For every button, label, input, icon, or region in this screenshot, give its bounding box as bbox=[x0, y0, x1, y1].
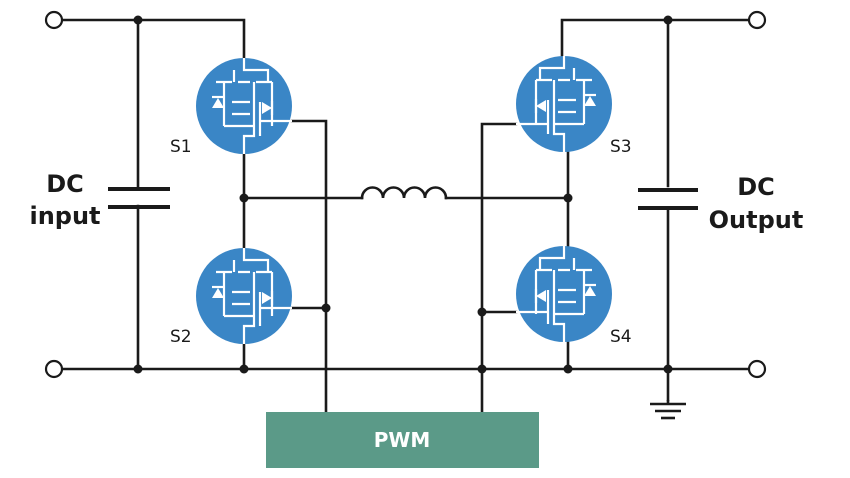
mosfet-s1-icon bbox=[196, 58, 292, 154]
input-terminal-negative bbox=[44, 359, 64, 379]
pwm-label: PWM bbox=[374, 428, 431, 452]
output-terminal-positive bbox=[747, 10, 767, 30]
switch-label-s3: S3 bbox=[610, 137, 632, 157]
dc-output-label-line1: DC bbox=[737, 173, 775, 201]
switch-label-s2: S2 bbox=[170, 327, 192, 347]
ground-icon bbox=[650, 400, 686, 420]
output-capacitor bbox=[638, 188, 698, 210]
dc-output-label-line2: Output bbox=[709, 206, 804, 234]
input-capacitor bbox=[108, 187, 170, 209]
output-terminal-negative bbox=[747, 359, 767, 379]
switch-label-s1: S1 bbox=[170, 137, 192, 157]
inductor bbox=[360, 186, 448, 200]
mosfet-s4-icon bbox=[516, 246, 612, 342]
junction-dots bbox=[133, 15, 673, 374]
pwm-block bbox=[266, 412, 539, 468]
switch-label-s4: S4 bbox=[610, 327, 632, 347]
mosfet-s3-icon bbox=[516, 56, 612, 152]
dc-input-label-line1: DC bbox=[46, 170, 84, 198]
wiring bbox=[60, 18, 750, 414]
input-terminal-positive bbox=[44, 10, 64, 30]
dc-input-label-line2: input bbox=[29, 202, 100, 230]
mosfet-s2-icon bbox=[196, 248, 292, 344]
